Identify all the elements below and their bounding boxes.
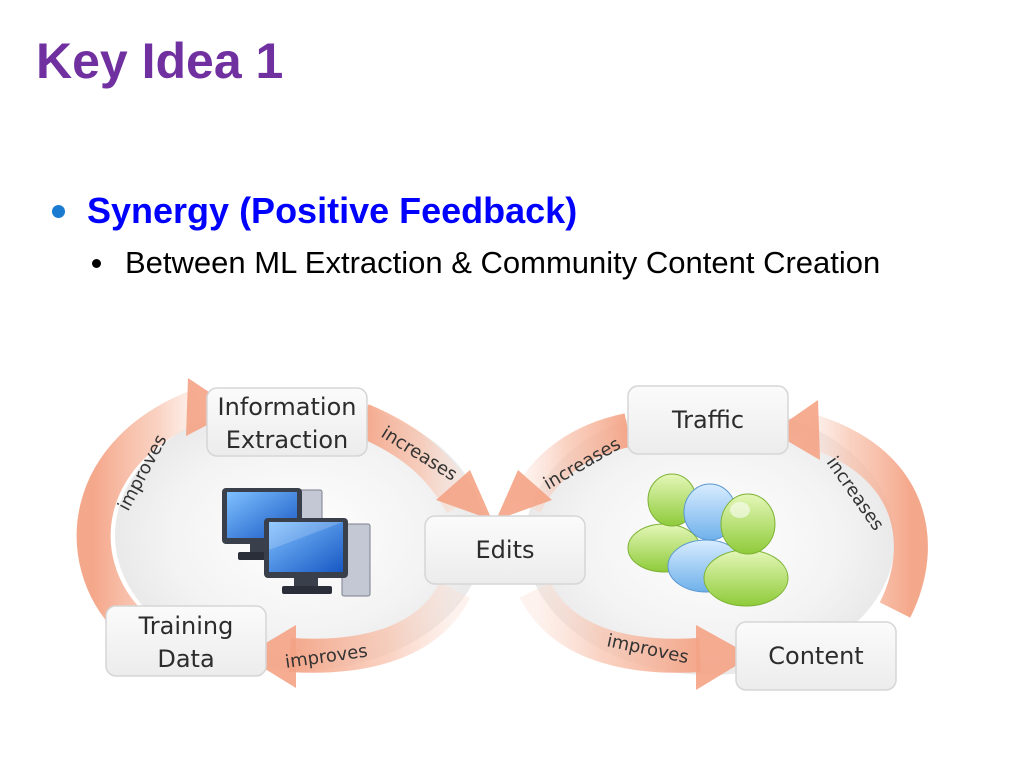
node-label-line-2: Extraction	[226, 426, 349, 454]
bullet-level-1: Synergy (Positive Feedback)	[52, 190, 577, 232]
bullet-level-2: Between ML Extraction & Community Conten…	[92, 245, 880, 281]
node-label-line-1: Information	[218, 393, 357, 421]
node-information-extraction: Information Extraction	[206, 387, 368, 457]
node-label: Traffic	[671, 406, 744, 434]
bullet-dot-icon	[52, 204, 65, 218]
node-content: Content	[735, 621, 897, 691]
node-label: Edits	[476, 536, 535, 564]
node-edits: Edits	[424, 515, 586, 585]
node-label-line-1: Training	[138, 612, 234, 640]
node-label-line-2: Data	[157, 645, 214, 673]
bullet-dot-icon	[92, 258, 101, 268]
left-loop-arrows	[76, 378, 492, 688]
users-icon	[627, 473, 789, 607]
node-training-data: Training Data	[105, 605, 267, 677]
right-loop-arrows	[496, 400, 928, 690]
bullet-level-1-text: Synergy (Positive Feedback)	[87, 190, 578, 231]
node-traffic: Traffic	[627, 385, 789, 455]
slide-title: Key Idea 1	[36, 33, 284, 89]
node-label: Content	[768, 642, 863, 670]
bullet-level-2-text: Between ML Extraction & Community Conten…	[125, 245, 881, 280]
computers-icon	[222, 488, 371, 597]
